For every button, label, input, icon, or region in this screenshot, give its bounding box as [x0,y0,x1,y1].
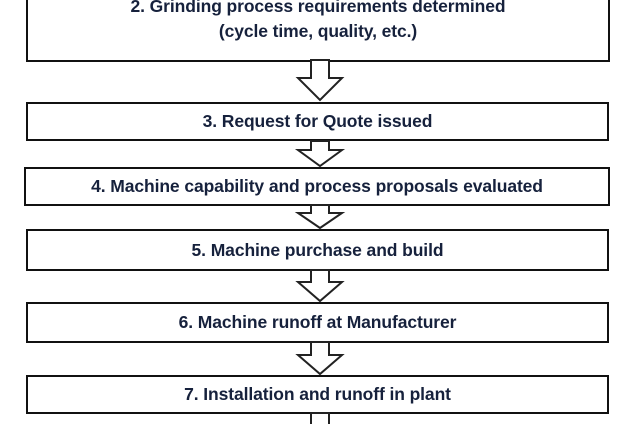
flowchart-node-step-6[interactable]: 6. Machine runoff at Manufacturer [26,302,609,343]
flowchart-node-label: 2. Grinding process requirements determi… [130,0,506,41]
flowchart-arrow-step-6-to-step-7 [295,341,345,376]
flowchart-arrow-step-3-to-step-4 [294,140,346,168]
flowchart-node-label: 5. Machine purchase and build [191,239,444,260]
flowchart-node-label: 3. Request for Quote issued [202,111,433,132]
flowchart-node-step-3[interactable]: 3. Request for Quote issued [26,102,609,141]
flowchart-arrow-step-2-to-step-3 [295,59,345,102]
flowchart-arrow-step-4-to-step-5 [294,204,346,230]
flowchart-arrow-step-7-to-next [297,412,343,424]
flowchart-arrow-step-5-to-step-6 [295,269,345,303]
flowchart-node-label: 7. Installation and runoff in plant [184,384,451,405]
flowchart-node-step-7[interactable]: 7. Installation and runoff in plant [26,375,609,414]
flowchart-node-step-5[interactable]: 5. Machine purchase and build [26,229,609,271]
flowchart-node-label: 6. Machine runoff at Manufacturer [178,312,457,333]
flowchart-node-step-4[interactable]: 4. Machine capability and process propos… [24,167,610,206]
flowchart-node-step-2[interactable]: 2. Grinding process requirements determi… [26,0,610,62]
flowchart-node-label: 4. Machine capability and process propos… [91,176,543,197]
